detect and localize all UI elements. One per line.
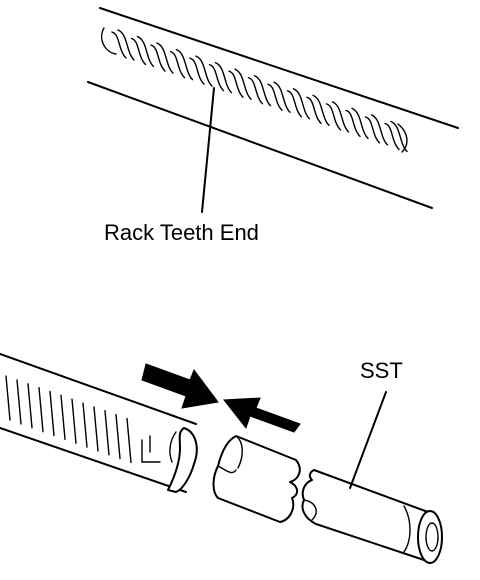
sst-tube [301,469,443,564]
rack-tooth [208,61,233,94]
rack-tooth [126,417,132,464]
rack-tooth [189,55,213,87]
rack-tooth [345,107,369,140]
rack-bar-bottom [0,353,198,493]
rack-tooth [364,114,389,146]
rack-tooth [267,81,291,113]
rack-tooth [82,402,88,448]
rack-tooth [111,29,135,61]
rack-tooth [27,383,33,429]
rack-tooth [384,120,408,153]
rack-tooth [169,48,194,81]
sst-leader [349,391,387,489]
rack-tooth [247,75,272,107]
rack-tooth [5,375,11,421]
rack-tooth [104,410,110,456]
push-arrow-left [223,397,301,433]
rack-teeth-bottom [5,375,132,464]
rack-teeth-end-label: Rack Teeth End [104,220,259,245]
rack-tooth [325,101,350,133]
rack-tooth [150,42,174,74]
sst-label: SST [360,358,403,383]
rack-tooth [49,390,55,437]
rack-bar-top [87,7,459,209]
rack-tooth [38,386,44,433]
push-arrow-right [141,363,219,409]
sst-short-piece [212,435,301,523]
rack-tooth [130,35,155,68]
rack-tooth [93,406,99,452]
rack-tooth [60,394,66,441]
rack-tooth [16,379,22,425]
rack-tooth [115,413,121,460]
rack-tooth [228,68,252,100]
rack-tooth [71,398,77,444]
rack-tooth [306,94,330,127]
rack-teeth [111,29,408,153]
rack-teeth-end-leader [201,87,215,213]
rack-tooth [286,88,311,120]
